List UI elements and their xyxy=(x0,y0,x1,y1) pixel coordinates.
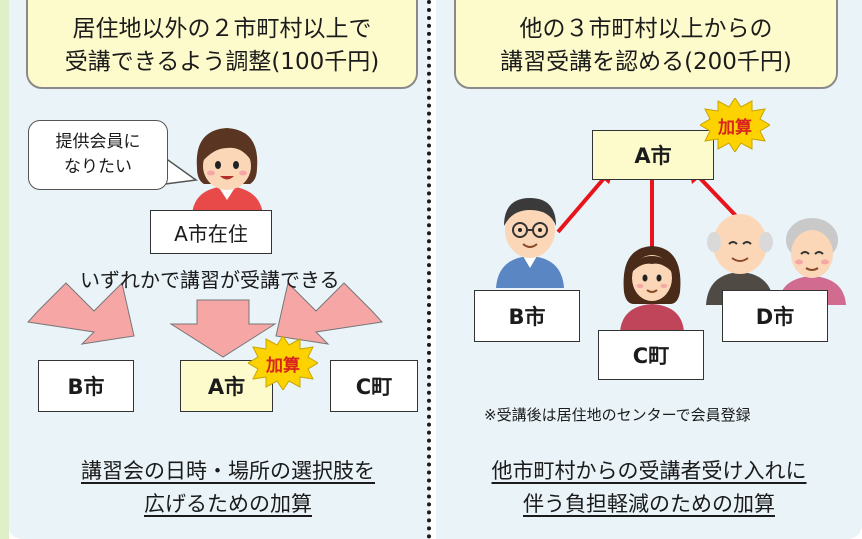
down-arrow-right xyxy=(275,282,383,345)
left-footer-line-2: 広げるための加算 xyxy=(144,492,312,516)
badge-right: 加算 xyxy=(700,98,770,152)
city-box-a-left: A市 xyxy=(180,360,273,412)
city-box-c-right: C町 xyxy=(598,330,704,380)
left-title-box: 居住地以外の２市町村以上で 受講できるよう調整(100千円) xyxy=(26,0,418,89)
speech-bubble: 提供会員に なりたい xyxy=(28,120,168,190)
left-accent-strip xyxy=(0,0,9,539)
left-footer-line-1: 講習会の日時・場所の選択肢を xyxy=(81,459,375,483)
right-footer-line-2: 伴う負担軽減のための加算 xyxy=(523,492,775,516)
city-box-a-center: A市 xyxy=(592,130,714,180)
caption-text: いずれかで講習が受講できる xyxy=(80,268,340,292)
bubble-line-1: 提供会員に xyxy=(55,132,141,152)
left-title-line-1: 居住地以外の２市町村以上で xyxy=(72,16,372,42)
down-arrow-center xyxy=(169,299,277,358)
city-box-c-left: C町 xyxy=(330,360,418,412)
right-footer: 他市町村からの受講者受け入れに 伴う負担軽減のための加算 xyxy=(454,455,844,521)
down-arrow-left xyxy=(27,282,135,345)
left-panel xyxy=(8,0,430,539)
badge-right-text: 加算 xyxy=(718,117,752,138)
woman-illustration xyxy=(192,128,263,215)
man-illustration xyxy=(496,198,564,288)
left-footer: 講習会の日時・場所の選択肢を 広げるための加算 xyxy=(38,455,418,521)
starburst-icon-left xyxy=(248,336,318,390)
bubble-line-2: なりたい xyxy=(64,157,132,177)
city-box-b-left: B市 xyxy=(38,360,134,412)
badge-left: 加算 xyxy=(248,336,318,390)
starburst-icon-right xyxy=(700,98,770,152)
right-title-line-1: 他の３市町村以上からの xyxy=(519,16,773,42)
city-box-b-right: B市 xyxy=(474,290,580,342)
right-footer-line-1: 他市町村からの受講者受け入れに xyxy=(491,459,807,483)
city-box-d-right: D市 xyxy=(722,290,828,342)
right-title-line-2: 講習受講を認める(200千円) xyxy=(500,49,792,75)
registration-note: ※受講後は居住地のセンターで会員登録 xyxy=(484,406,751,424)
dotted-divider xyxy=(427,0,431,539)
badge-left-text: 加算 xyxy=(266,355,300,376)
young-woman-illustration xyxy=(620,246,684,332)
resident-label: A市在住 xyxy=(150,210,272,254)
left-title-line-2: 受講できるよう調整(100千円) xyxy=(64,49,380,75)
right-title-box: 他の３市町村以上からの 講習受講を認める(200千円) xyxy=(454,0,838,89)
